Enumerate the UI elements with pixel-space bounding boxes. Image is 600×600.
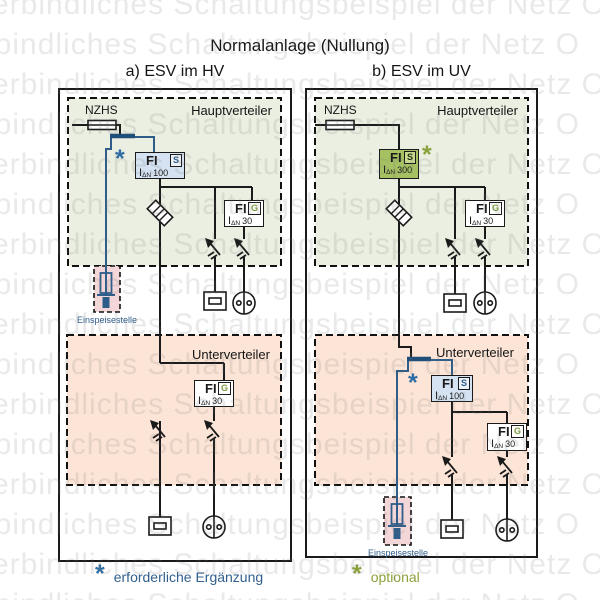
fi-label: FI <box>235 201 247 216</box>
watermark-text: erbindliches Schaltungsbeispiel der Netz… <box>0 0 600 21</box>
appliance-icon <box>203 291 227 311</box>
diagram-panel-a: NZHS Hauptverteiler Unterverteiler Einsp… <box>58 88 292 562</box>
fi-type-badge: G <box>247 202 261 215</box>
wires-blue-a <box>105 133 155 269</box>
fi-label: FI <box>205 381 217 396</box>
hauptverteiler-label: Hauptverteiler <box>437 103 518 118</box>
wiring-diagram-a <box>66 97 282 539</box>
unterverteiler-label: Unterverteiler <box>191 347 270 362</box>
fi-label: FI <box>476 201 488 216</box>
appliance-icon <box>148 516 172 536</box>
wires-blue-b <box>396 356 453 500</box>
fi-type-badge: S <box>403 151 416 164</box>
fuse-icon <box>325 119 355 131</box>
optional-asterisk: * <box>422 141 432 169</box>
fi-type-badge: G <box>488 202 502 215</box>
fi-type-badge: S <box>457 377 470 390</box>
fi-label: FI <box>442 376 454 391</box>
optional-asterisk: * <box>352 560 362 588</box>
appliance-icon <box>443 293 467 313</box>
legend-optional: * optional <box>352 562 420 587</box>
fi-label: FI <box>498 424 510 439</box>
fi-type-badge: S <box>169 154 182 167</box>
wiring-diagram-b <box>314 97 529 546</box>
einspeisestelle-label: Einspeisestelle <box>76 315 138 325</box>
subtitle-variant-b: b) ESV im UV <box>372 63 471 80</box>
fi-label: FI <box>390 150 402 165</box>
appliance-icon <box>440 519 464 539</box>
fuse-icon <box>87 119 117 131</box>
hauptverteiler-label: Hauptverteiler <box>191 103 272 118</box>
nzhs-label: NZHS <box>85 103 118 117</box>
legend-required-label: erforderliche Ergänzung <box>113 569 264 585</box>
required-asterisk: * <box>408 369 418 397</box>
legend-optional-label: optional <box>370 569 420 585</box>
nzhs-label: NZHS <box>324 103 357 117</box>
socket-icon <box>232 291 256 315</box>
required-asterisk: * <box>95 560 105 588</box>
fi-type-badge: G <box>510 425 524 438</box>
socket-icon <box>202 515 226 539</box>
socket-icon <box>495 518 519 542</box>
socket-icon <box>473 291 497 315</box>
diagram-panel-b: NZHS Hauptverteiler Unterverteiler Einsp… <box>305 88 538 558</box>
unterverteiler-zone-a <box>66 334 282 486</box>
wires-black-a <box>72 124 253 517</box>
fi-label: FI <box>146 153 158 168</box>
einspeisestelle-label: Einspeisestelle <box>367 548 429 558</box>
legend-required: * erforderliche Ergänzung <box>95 562 263 587</box>
required-asterisk: * <box>115 145 125 173</box>
page-title: Normalanlage (Nullung) <box>210 36 390 55</box>
watermark-text: erbindliches Schaltungsbeispiel der Netz… <box>0 588 580 600</box>
subtitle-variant-a: a) ESV im HV <box>125 63 225 80</box>
unterverteiler-label: Unterverteiler <box>435 345 514 360</box>
wires-black-b <box>315 124 508 520</box>
fi-type-badge: G <box>217 382 231 395</box>
